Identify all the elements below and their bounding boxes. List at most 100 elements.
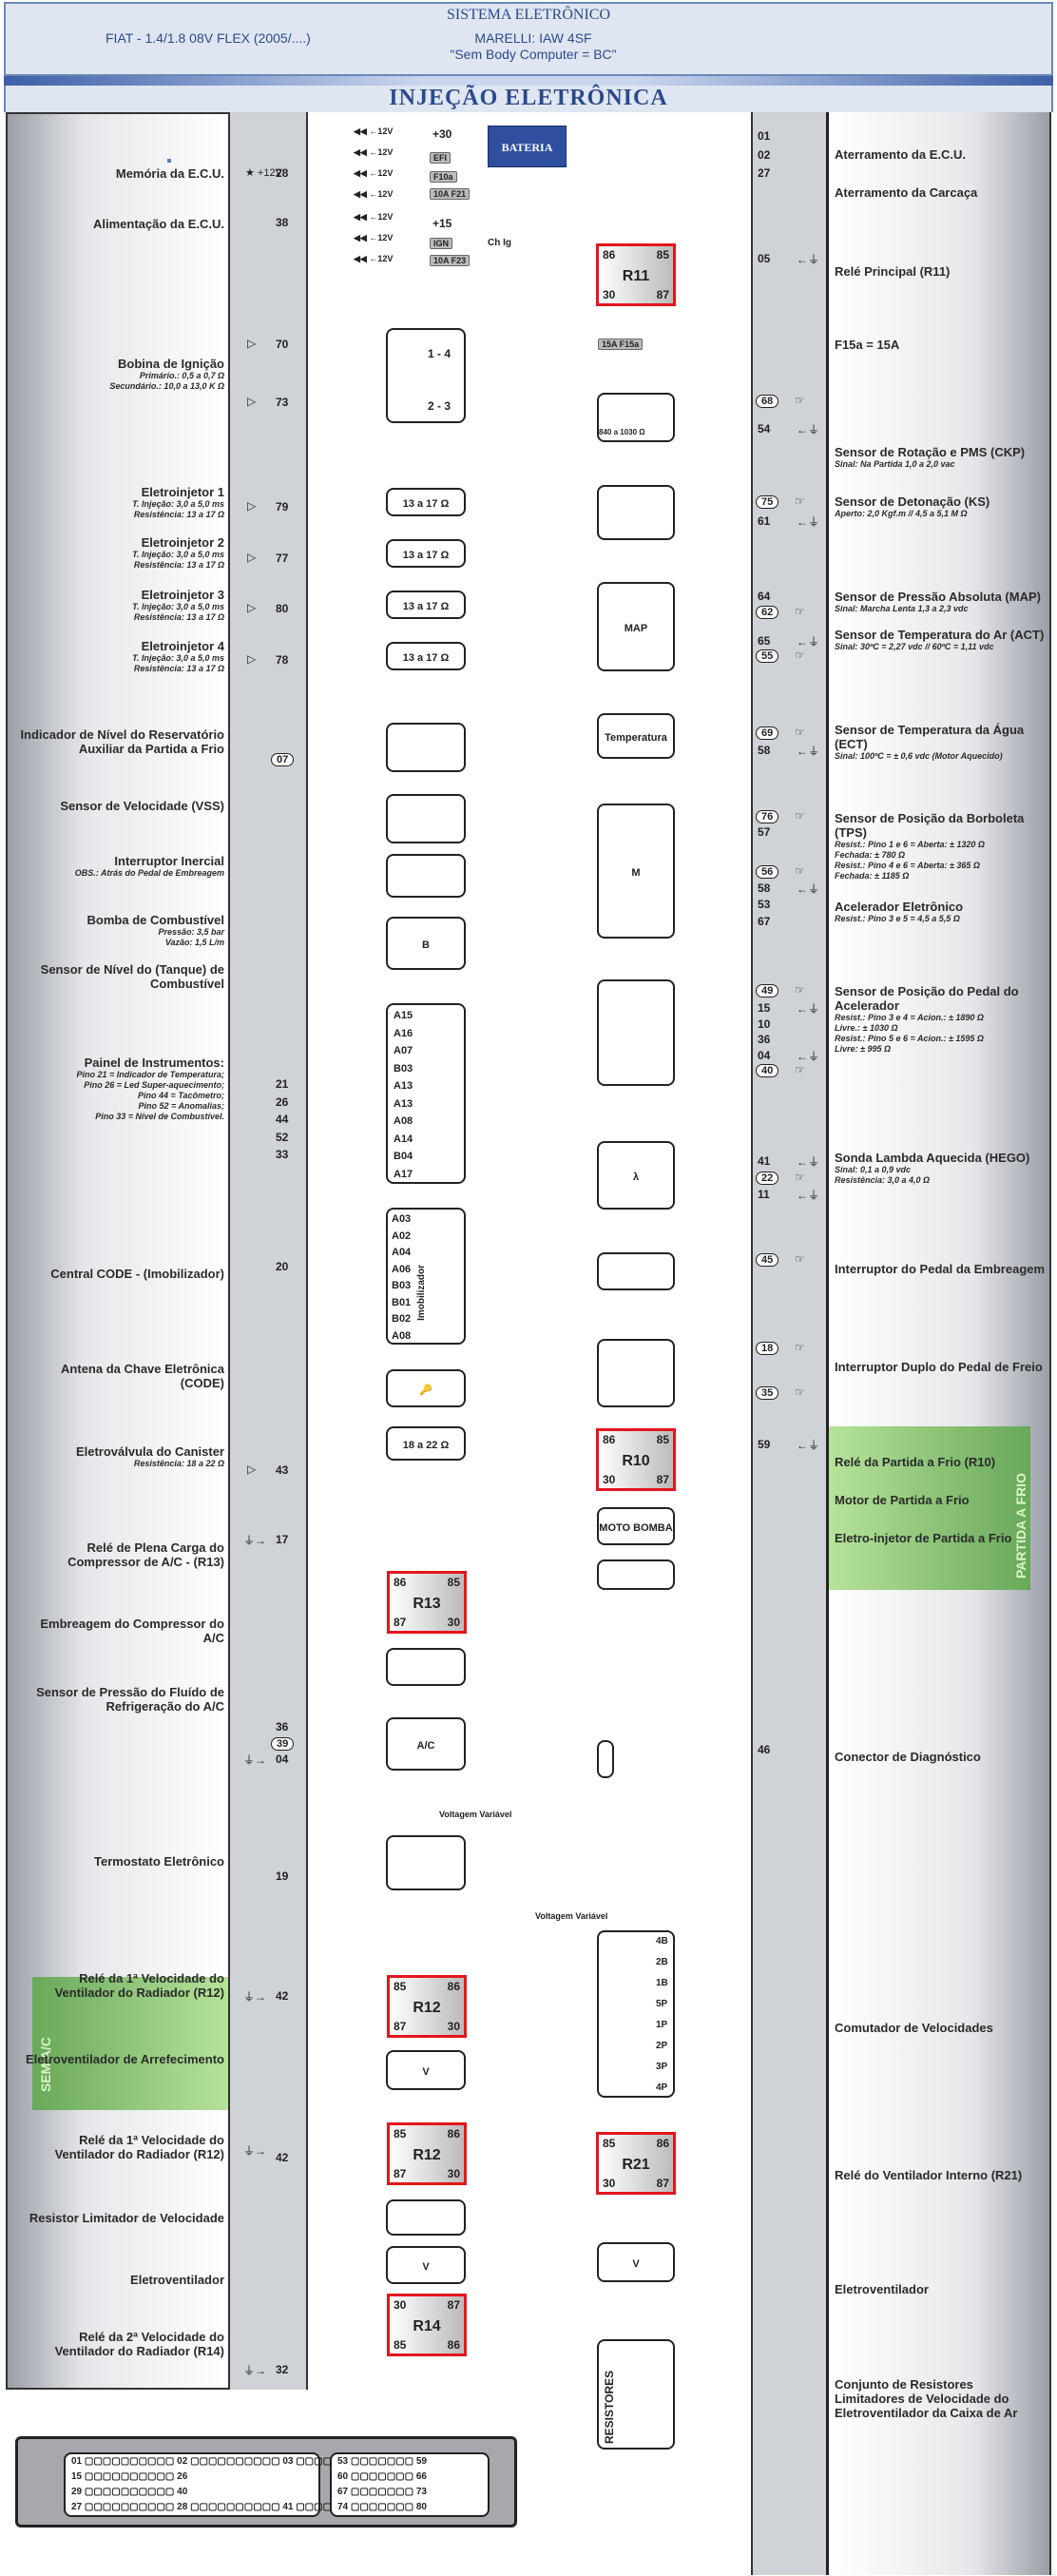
pin-number: 55 xyxy=(756,649,779,663)
relay-terminal: 86 xyxy=(447,2127,460,2140)
header: SISTEMA ELETRÔNICO FIAT - 1.4/1.8 08V FL… xyxy=(4,2,1053,76)
component-name: Eletroinjetor 1 xyxy=(141,485,224,499)
relay-id: R12 xyxy=(413,1999,441,2016)
cabin-fan: V xyxy=(597,2242,675,2282)
ground-icon: ←⏚ xyxy=(797,1050,820,1063)
signal-hand-icon: ☞ xyxy=(795,394,805,407)
supply-plus30: +30 xyxy=(432,127,452,141)
component-label: Relé de Plena Carga do Compressor de A/C… xyxy=(17,1540,224,1569)
component-spec: Sinal: Marcha Lenta 1,3 a 2,3 vdc xyxy=(835,604,969,613)
component-label: F15a = 15A xyxy=(835,338,1046,352)
pin-number: 70 xyxy=(276,338,289,351)
immobilizer-pin: B03 xyxy=(392,1280,412,1291)
component-name: Aterramento da Carcaça xyxy=(835,185,978,200)
pin-number: 43 xyxy=(276,1463,289,1477)
component-name: Sensor de Posição da Borboleta (TPS) xyxy=(835,811,1025,840)
ground-icon: ←⏚ xyxy=(797,1439,820,1452)
ecu-name: MARELLI: IAW 4SF xyxy=(474,30,592,46)
pin-number: 01 xyxy=(758,129,771,143)
supply-12v-arrow: ◀◀ ←12V xyxy=(354,189,394,199)
component-spec: Sinal: 100ºC = ± 0,6 vdc (Motor Aquecido… xyxy=(835,751,1003,761)
pin-number: 38 xyxy=(276,216,289,229)
fuel-pump: B xyxy=(386,917,466,970)
component-name: Conector de Diagnóstico xyxy=(835,1750,981,1764)
speed-switch-pin: 4B xyxy=(656,1936,668,1947)
component-name: Eletroventilador de Arrefecimento xyxy=(25,2052,224,2066)
component-name: Sensor de Temperatura do Ar (ACT) xyxy=(835,628,1045,642)
driver-output-icon: ▷ xyxy=(247,1462,257,1476)
pin-number: 79 xyxy=(276,500,289,513)
cold-start-group xyxy=(829,1426,1030,1590)
dashboard-pin: A15 xyxy=(394,1010,413,1021)
component-spec: Primário.: 0,5 a 0,7 Ω xyxy=(139,371,224,380)
variable-voltage-label: Voltagem Variável xyxy=(439,1810,512,1819)
pin-number: 69 xyxy=(756,726,779,740)
component-spec: Livre: ± 995 Ω xyxy=(835,1044,891,1054)
fuse: IGN xyxy=(430,238,453,249)
immobilizer-pin: A02 xyxy=(392,1230,412,1242)
component-name: Aterramento da E.C.U. xyxy=(835,147,966,162)
component-label: Resistor Limitador de Velocidade xyxy=(17,2211,224,2225)
component-label: Sensor de Temperatura da Água (ECT)Sinal… xyxy=(835,723,1046,762)
cooling-fan-2: V xyxy=(386,2246,466,2284)
component-label: Sensor de Velocidade (VSS) xyxy=(17,799,224,813)
fuse: 15A F15a xyxy=(598,339,644,350)
pin-number: 49 xyxy=(756,984,779,997)
component-spec: Vazão: 1,5 L/m xyxy=(164,938,224,947)
relay-terminal: 87 xyxy=(394,2020,407,2033)
component-name: Sensor de Nível do (Tanque) de Combustív… xyxy=(40,962,224,991)
component-name: Sensor de Pressão do Fluído de Refrigera… xyxy=(36,1685,224,1714)
electronic-thermostat xyxy=(386,1835,466,1890)
component-label: Conector de Diagnóstico xyxy=(835,1750,1046,1764)
component-label: Eletroventilador de Arrefecimento xyxy=(17,2052,224,2066)
marker-dot xyxy=(167,159,171,163)
component-name: Sensor de Temperatura da Água (ECT) xyxy=(835,723,1025,751)
aux-tank-level-switch xyxy=(386,723,466,772)
injector: 13 a 17 Ω xyxy=(386,539,466,568)
component-label: Antena da Chave Eletrônica (CODE) xyxy=(17,1362,224,1390)
component-name: Sensor de Posição do Pedal do Acelerador xyxy=(835,984,1019,1013)
ecu-model: MARELLI: IAW 4SF "Sem Body Computer = BC… xyxy=(414,30,652,63)
component-spec: T. Injeção: 3,0 a 5,0 ms xyxy=(132,499,224,509)
component-label: Termostato Eletrônico xyxy=(17,1854,224,1869)
relay-terminal: 86 xyxy=(447,2338,460,2352)
relay-terminal: 87 xyxy=(394,1616,407,1629)
left-pin-column xyxy=(230,112,308,2390)
connector-block-a: 01 ▢▢▢▢▢▢▢▢▢▢ 02 ▢▢▢▢▢▢▢▢▢▢ 03 ▢▢▢▢▢▢▢▢▢… xyxy=(64,2452,399,2517)
wiring-diagram-area xyxy=(308,112,751,2390)
pin-number: 35 xyxy=(756,1386,779,1400)
relay-id: R10 xyxy=(622,1452,650,1469)
component-name: F15a = 15A xyxy=(835,338,900,352)
fuse: 10A F21 xyxy=(430,188,471,200)
component-name: Conjunto de Resistores Limitadores de Ve… xyxy=(835,2377,1018,2420)
component-label: Sensor de Pressão do Fluído de Refrigera… xyxy=(17,1685,224,1714)
immobilizer-pin: B02 xyxy=(392,1313,412,1325)
component-spec: Resist.: Pino 5 e 6 = Acion.: ± 1595 Ω xyxy=(835,1034,984,1043)
component-name: Eletroinjetor 2 xyxy=(141,535,224,550)
component-name: Motor de Partida a Frio xyxy=(835,1493,970,1507)
component-label: Comutador de Velocidades xyxy=(835,2021,1046,2035)
component-name: Resistor Limitador de Velocidade xyxy=(29,2211,224,2225)
connector-row-label: 74 ▢▢▢▢▢▢▢ 80 xyxy=(337,2502,427,2512)
pin-number: 21 xyxy=(276,1077,289,1091)
component-spec: Sinal: 0,1 a 0,9 vdc xyxy=(835,1165,912,1174)
component-name: Eletroválvula do Canister xyxy=(75,1444,224,1459)
pin-number: 44 xyxy=(276,1113,289,1126)
component-name: Central CODE - (Imobilizador) xyxy=(50,1267,224,1281)
immobilizer-unit xyxy=(386,1208,466,1345)
component-spec: OBS.: Atrás do Pedal de Embreagem xyxy=(74,868,224,878)
brake-switch xyxy=(597,1339,675,1407)
relay-terminal: 30 xyxy=(447,2020,460,2033)
signal-hand-icon: ☞ xyxy=(795,1385,805,1399)
component-spec: Resist.: Pino 4 e 6 = Aberta: ± 365 Ω xyxy=(835,861,980,870)
relay-id: R11 xyxy=(622,267,650,284)
component-spec: Resistência: 13 a 17 Ω xyxy=(133,612,224,622)
pin-number: 04 xyxy=(758,1049,771,1062)
pin-number: 40 xyxy=(756,1064,779,1077)
ground-icon: ←⏚ xyxy=(797,745,820,758)
